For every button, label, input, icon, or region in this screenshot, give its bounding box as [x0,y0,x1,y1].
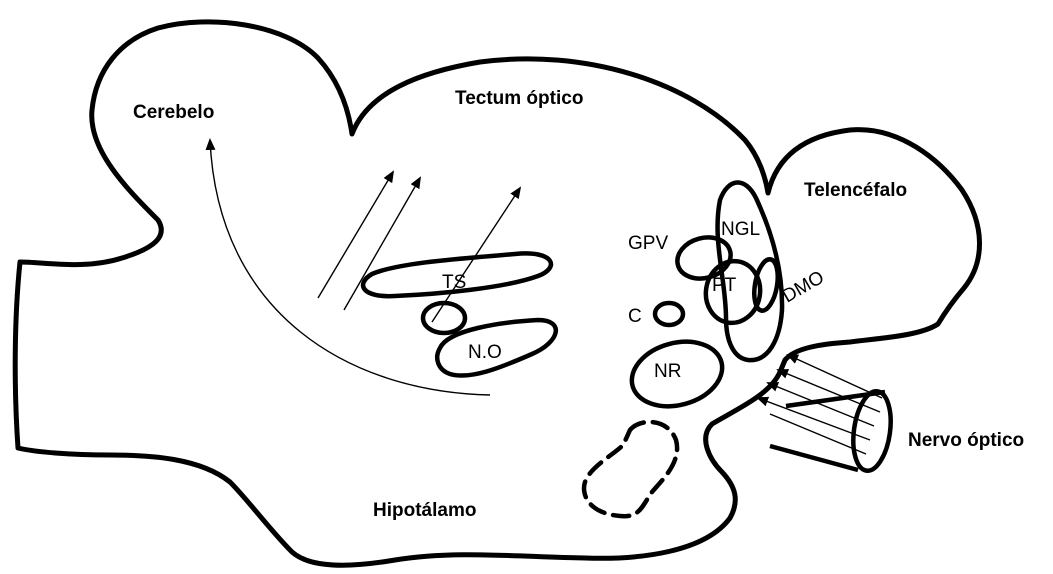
label-telencefalo: Telencéfalo [804,180,907,201]
label-no: N.O [468,342,502,363]
label-ngl: NGL [721,219,760,240]
label-ts: TS [442,272,466,293]
label-c: C [628,306,642,327]
label-gpv: GPV [628,233,668,254]
label-hipotalamo: Hipotálamo [373,500,476,521]
label-dmo: DMO [779,267,828,307]
cerebellar-fiber-arrow [210,140,490,395]
label-nervo-optico: Nervo óptico [908,430,1024,451]
nucleus-ngl-shape [718,182,783,360]
nucleus-c-shape [655,303,683,325]
optic-fiber-arrow-1 [788,355,882,398]
label-pt: PT [712,275,737,296]
tectal-fiber-arrow-1 [318,172,393,298]
label-cerebelo: Cerebelo [133,102,214,123]
nucleus-ts-lower-shape [423,303,465,333]
tectal-fiber-arrow-2 [344,178,420,310]
nucleus-dmo-shape [751,257,782,312]
optic-nerve-shape [770,392,885,470]
label-nr: NR [654,361,681,382]
label-tectum: Tectum óptico [455,88,583,109]
dashed-region [584,422,677,516]
